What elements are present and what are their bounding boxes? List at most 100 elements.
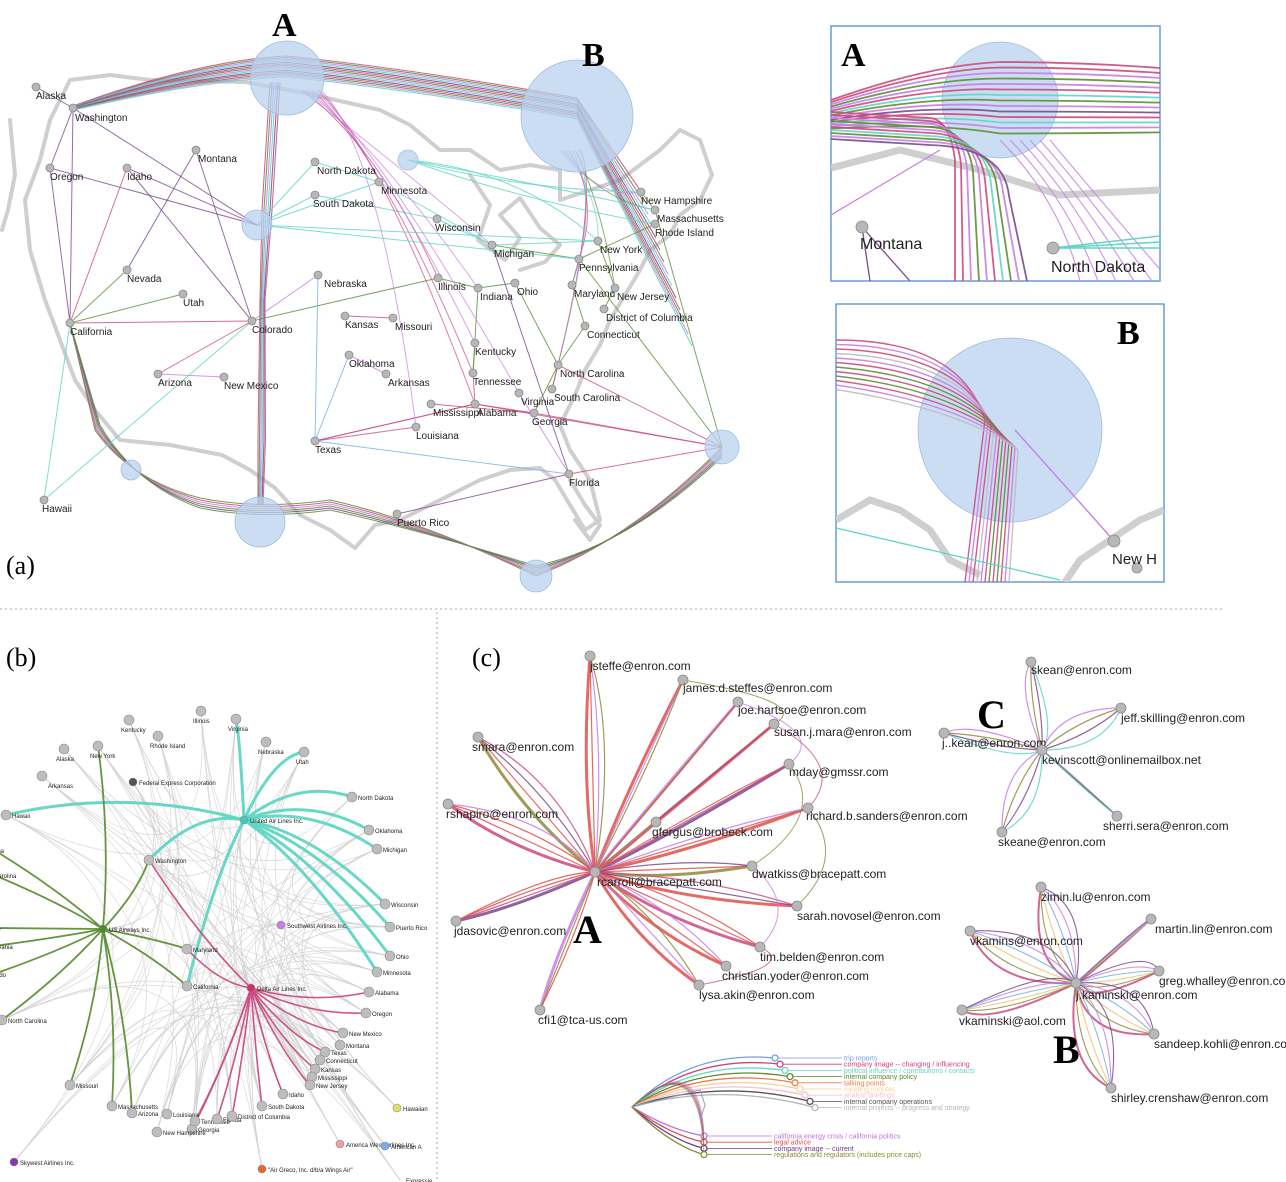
graph-node-massachusetts[interactable]: Massachusetts xyxy=(106,1100,158,1112)
state-node-indiana[interactable]: Indiana xyxy=(473,283,513,303)
graph-node-washington[interactable]: Washington xyxy=(143,854,186,866)
email-node-mday-gmssr-com[interactable]: mday@gmssr.com xyxy=(783,758,889,779)
email-node-martin-lin-enron-com[interactable]: martin.lin@enron.com xyxy=(1145,913,1273,936)
graph-node-alabama[interactable]: Alabama xyxy=(363,986,399,998)
state-node-south-dakota[interactable]: South Dakota xyxy=(310,190,374,210)
graph-node-wisconsin[interactable]: Wisconsin xyxy=(379,898,418,910)
state-node-michigan[interactable]: Michigan xyxy=(487,240,534,260)
graph-node-south-dakota[interactable]: South Dakota xyxy=(256,1100,305,1112)
state-node-texas[interactable]: Texas xyxy=(310,436,341,456)
state-node-montana[interactable]: Montana xyxy=(191,145,237,165)
graph-node-idaho[interactable]: Idaho xyxy=(277,1088,305,1100)
state-node-florida[interactable]: Florida xyxy=(564,469,600,489)
state-node-missouri[interactable]: Missouri xyxy=(388,313,432,333)
state-node-oregon[interactable]: Oregon xyxy=(45,163,83,183)
email-node-rcarroll-bracepatt-com[interactable]: rcarroll@bracepatt.com xyxy=(589,866,722,889)
email-node-richard-b-sanders-enron-com[interactable]: richard.b.sanders@enron.com xyxy=(802,802,968,823)
email-node-gfergus-brobeck-com[interactable]: gfergus@brobeck.com xyxy=(650,816,773,839)
email-node-christian-yoder-enron-com[interactable]: christian.yoder@enron.com xyxy=(720,960,869,983)
email-node-greg-whalley-enron-com[interactable]: greg.whalley@enron.com xyxy=(1153,965,1286,988)
graph-node-hawaiian[interactable]: Hawaiian xyxy=(392,1103,428,1113)
graph-node-arizona[interactable]: Arizona xyxy=(126,1107,159,1119)
state-node-nebraska[interactable]: Nebraska xyxy=(313,270,367,290)
bundle-bubble[interactable] xyxy=(120,459,142,481)
state-node-nevada[interactable]: Nevada xyxy=(122,265,162,285)
state-node-maryland[interactable]: Maryland xyxy=(567,280,615,300)
state-node-alabama[interactable]: Alabama xyxy=(470,399,517,419)
state-node-louisiana[interactable]: Louisiana xyxy=(411,422,459,442)
state-node-arizona[interactable]: Arizona xyxy=(153,369,192,389)
state-node-hawaii[interactable]: Hawaii xyxy=(39,495,72,515)
state-node-south-carolina[interactable]: South Carolina xyxy=(547,384,621,404)
email-node-jeff-skilling-enron-com[interactable]: jeff.skilling@enron.com xyxy=(1115,702,1245,725)
email-node-rshapiro-enron-com[interactable]: rshapiro@enron.com xyxy=(442,798,558,821)
graph-node-michigan[interactable]: Michigan xyxy=(371,843,407,855)
state-node-illinois[interactable]: Illinois xyxy=(433,273,466,293)
email-node-cfi1-tca-us-com[interactable]: cfi1@tca-us.com xyxy=(534,1004,628,1027)
email-node-lysa-akin-enron-com[interactable]: lysa.akin@enron.com xyxy=(693,979,815,1002)
graph-node-district-of-columbia[interactable]: District of Columbia xyxy=(226,1110,291,1122)
state-node-district-of-columbia[interactable]: District of Columbia xyxy=(599,304,693,324)
email-node-j-kaminski-enron-com[interactable]: j.kaminski@enron.com xyxy=(1070,977,1198,1002)
state-node-kentucky[interactable]: Kentucky xyxy=(470,338,516,358)
email-node-vkamins-enron-com[interactable]: vkamins@enron.com xyxy=(964,925,1083,948)
graph-node-air-greco-inc-d-b-a-wings-air[interactable]: "Air Greco, Inc. d/b/a Wings Air" xyxy=(257,1164,353,1174)
graph-node-de[interactable]: de xyxy=(0,927,1,933)
graph-node-montana[interactable]: Montana xyxy=(334,1039,370,1051)
graph-node-louisiana[interactable]: Louisiana xyxy=(161,1108,199,1120)
state-node-puerto-rico[interactable]: Puerto Rico xyxy=(392,509,450,529)
state-node-north-dakota[interactable]: North Dakota xyxy=(310,157,376,177)
graph-node-rado[interactable]: rado xyxy=(0,973,7,979)
graph-node-united-air-lines-inc[interactable]: United Air Lines Inc. xyxy=(239,815,304,825)
email-node-skeane-enron-com[interactable]: skeane@enron.com xyxy=(996,826,1106,849)
graph-node-delta-air-lines-inc[interactable]: Delta Air Lines Inc. xyxy=(246,983,307,993)
graph-node-ohio[interactable]: Ohio xyxy=(384,950,409,962)
state-node-pennsylvania[interactable]: Pennsylvania xyxy=(574,254,639,274)
graph-node-rhode-island[interactable]: Rhode Island xyxy=(150,730,185,750)
graph-node-oregon[interactable]: Oregon xyxy=(360,1007,392,1019)
state-node-rhode-island[interactable]: Rhode Island xyxy=(650,219,714,239)
bundle-bubble-b[interactable] xyxy=(520,59,634,173)
state-node-california[interactable]: California xyxy=(65,318,113,338)
bundle-bubble-a[interactable] xyxy=(249,40,325,116)
graph-node-california[interactable]: California xyxy=(181,980,219,992)
graph-node-virginia[interactable]: Virginia xyxy=(228,713,249,733)
state-node-virginia[interactable]: Virginia xyxy=(514,388,555,408)
state-node-arkansas[interactable]: Arkansas xyxy=(381,369,430,389)
state-node-new-mexico[interactable]: New Mexico xyxy=(219,372,279,392)
email-node-shirley-crenshaw-enron-com[interactable]: shirley.crenshaw@enron.com xyxy=(1105,1082,1268,1105)
email-node-dwatkiss-bracepatt-com[interactable]: dwatkiss@bracepatt.com xyxy=(746,860,886,881)
email-node-susan-j-mara-enron-com[interactable]: susan.j.mara@enron.com xyxy=(768,718,912,739)
email-node-james-d-steffes-enron-com[interactable]: james.d.steffes@enron.com xyxy=(677,674,832,695)
graph-node-maryland[interactable]: Maryland xyxy=(181,943,218,955)
bundle-bubble[interactable] xyxy=(519,559,553,593)
bundle-bubble[interactable] xyxy=(234,496,286,548)
bundle-bubble[interactable] xyxy=(704,429,740,465)
graph-node-federal-express-corporation[interactable]: Federal Express Corporation xyxy=(128,777,216,787)
state-node-oklahoma[interactable]: Oklahoma xyxy=(344,350,395,370)
graph-node-alaska[interactable]: Alaska xyxy=(56,743,75,763)
email-node-joe-hartsoe-enron-com[interactable]: joe.hartsoe@enron.com xyxy=(732,696,866,717)
state-node-idaho[interactable]: Idaho xyxy=(122,163,152,183)
graph-node-new-jersey[interactable]: New Jersey xyxy=(304,1079,347,1091)
email-node-jsteffe-enron-com[interactable]: jsteffe@enron.com xyxy=(584,650,691,673)
graph-node-missouri[interactable]: Missouri xyxy=(64,1079,98,1091)
graph-node-connecticut[interactable]: Connecticut xyxy=(314,1054,358,1066)
graph-node-us-airways-inc[interactable]: US Airways Inc. xyxy=(98,924,151,934)
graph-node-expressjet-airlines-inc[interactable]: Expressjet Airlines Inc. xyxy=(406,1179,467,1182)
state-node-mississippi[interactable]: Mississippi xyxy=(426,399,481,419)
state-node-new-york[interactable]: New York xyxy=(593,236,643,256)
graph-node-ana[interactable]: ana xyxy=(0,849,5,855)
graph-node-skywest-airlines-inc[interactable]: Skywest Airlines Inc. xyxy=(9,1157,75,1167)
graph-node-georgia[interactable]: Georgia xyxy=(186,1123,220,1135)
email-node-vkaminski-aol-com[interactable]: vkaminski@aol.com xyxy=(956,1004,1066,1028)
email-node-sarah-novosel-enron-com[interactable]: sarah.novosel@enron.com xyxy=(791,900,941,923)
graph-node-nebraska[interactable]: Nebraska xyxy=(258,736,284,756)
bundle-bubble[interactable] xyxy=(397,149,419,171)
state-node-utah[interactable]: Utah xyxy=(178,289,204,309)
email-node-tim-belden-enron-com[interactable]: tim.belden@enron.com xyxy=(754,941,884,964)
graph-node-american-a[interactable]: American A xyxy=(380,1141,422,1151)
graph-node-utah[interactable]: Utah xyxy=(296,746,310,766)
graph-node-carolina[interactable]: Carolina xyxy=(0,874,17,880)
graph-node-north-carolina[interactable]: North Carolina xyxy=(0,1014,47,1026)
